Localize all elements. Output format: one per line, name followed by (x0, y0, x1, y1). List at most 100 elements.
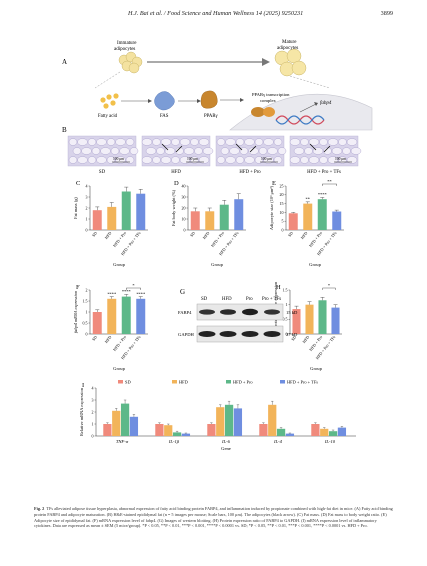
bar-3 (136, 298, 146, 334)
bar-0 (92, 210, 102, 230)
y-tick-label: 3 (92, 397, 94, 402)
figure-2: A Immature adipocytes Mature adi (62, 40, 373, 451)
legend-label-2: HFD + Pro (233, 379, 253, 384)
y-tick-label: 2 (86, 287, 88, 292)
x-category-label: SD (189, 231, 196, 238)
fatty-acid-icon (100, 93, 119, 109)
bar-1 (205, 211, 215, 230)
y-tick-label: 0 (92, 433, 94, 438)
chart-h: 00.511.5HFABP4 protein relative expressi… (273, 281, 342, 371)
significance-star: **** (107, 291, 116, 296)
bar-4-2 (328, 431, 338, 436)
lane-label-hfd: HFD (222, 297, 232, 302)
bar-1 (303, 203, 313, 230)
bar-3 (331, 307, 340, 334)
bar-3-3 (285, 433, 295, 436)
bar-3 (332, 211, 342, 230)
x-category-label: HFD (301, 335, 310, 345)
panel-g: G SD HFD Pro Pro + TFs FABP4 GAPDH 15 kD (178, 288, 298, 343)
bar-2 (219, 204, 229, 230)
lane-label-pro-tfs: Pro + TFs (262, 297, 281, 302)
mature-label: Mature (282, 40, 297, 45)
y-tick-label: 15 (280, 201, 284, 206)
significance-star: **** (136, 291, 145, 296)
bar-2 (121, 296, 131, 334)
bar-3 (136, 193, 146, 230)
mature-label-2: adipocytes (277, 46, 298, 51)
bar-1 (107, 206, 117, 230)
transcription-complex-icon (251, 107, 275, 117)
bar-0-1 (112, 410, 121, 436)
adipocyte-arrow-3 (309, 143, 317, 151)
x-category-label: SD (91, 231, 98, 238)
scale-bar-label-1: 100 μm (187, 157, 198, 161)
y-tick-label: 1.5 (83, 298, 88, 303)
ppar-label: PPARγ (204, 114, 219, 119)
bar-1-0 (155, 424, 164, 436)
histology-label-0: SD (99, 170, 106, 175)
bar-4-1 (320, 428, 329, 436)
x-category-label: HFD (300, 231, 309, 241)
bar-2-3 (233, 408, 243, 436)
panel-a-letter: A (62, 58, 67, 66)
y-tick-label: 1 (86, 216, 88, 221)
y-tick-label: 2 (86, 205, 88, 210)
y-tick-label: 10 (182, 216, 186, 221)
legend-swatch-2 (226, 380, 231, 384)
y-tick-label: 0.5 (283, 317, 288, 322)
y-axis-label: Fat body weight (%) (171, 189, 176, 226)
panel-b-letter: B (62, 126, 67, 134)
figure-caption: Fig. 2 TFs alleviated adipose tissue hyp… (34, 506, 394, 529)
adipocyte-arrow-b-1 (175, 145, 183, 153)
complex-label-2: complex (260, 98, 277, 103)
x-category-label: TNF-α (116, 439, 129, 444)
band-name-fabp4: FABP4 (178, 310, 192, 315)
arrow-gene-head (314, 102, 318, 106)
histology-cells-0 (68, 138, 139, 164)
x-axis-label: Group (113, 262, 125, 267)
bar-2-2 (224, 404, 234, 436)
dashed-guide-left (94, 71, 121, 89)
significance-star: ** (306, 197, 310, 202)
bar-2-0 (207, 424, 216, 436)
page-number: 3899 (380, 10, 393, 17)
bracket-star: * (328, 283, 330, 288)
bar-1 (107, 298, 117, 334)
x-category-label: IL-10 (324, 439, 336, 444)
bar-2 (318, 300, 327, 334)
running-header: H.J. Bai et al. / Food Science and Human… (0, 10, 427, 22)
arrow-fas-ppar-head (197, 99, 201, 103)
fas-label: FAS (160, 114, 169, 119)
immature-adipocytes-icon (118, 51, 143, 74)
panel-letter-c: C (76, 180, 80, 187)
panel-a: A Immature adipocytes Mature adi (62, 40, 373, 131)
y-axis-label: Adipocyte size (10³ μm²) (269, 185, 274, 230)
y-axis-label: Relative mRNA expression (79, 387, 84, 436)
band-name-gapdh: GAPDH (178, 332, 195, 337)
panel-letter-e: E (272, 180, 276, 187)
x-category-label: SD (287, 231, 294, 238)
bar-2 (317, 199, 327, 230)
lane-label-sd: SD (201, 297, 208, 302)
adipocyte-arrow-1 (161, 143, 169, 151)
x-category-label: IL-1β (168, 439, 180, 444)
y-tick-label: 3 (86, 194, 88, 199)
comparison-bracket (126, 287, 141, 290)
bar-0 (292, 309, 301, 334)
scale-bar-label-2: 100 μm (261, 157, 272, 161)
bar-4-3 (337, 427, 347, 436)
bar-3-0 (259, 424, 268, 436)
dna-helix-icon (275, 115, 325, 125)
maturation-arrowhead (262, 58, 270, 66)
bar-2-1 (216, 407, 225, 436)
blot-fabp4-bands (199, 308, 280, 316)
bar-3-2 (276, 428, 286, 436)
bar-0-2 (120, 403, 130, 436)
x-axis-label: Group (310, 366, 322, 371)
bar-1-3 (181, 433, 191, 436)
band-size-gapdh: 37 kD (286, 332, 298, 337)
significance-star: **** (122, 289, 131, 294)
